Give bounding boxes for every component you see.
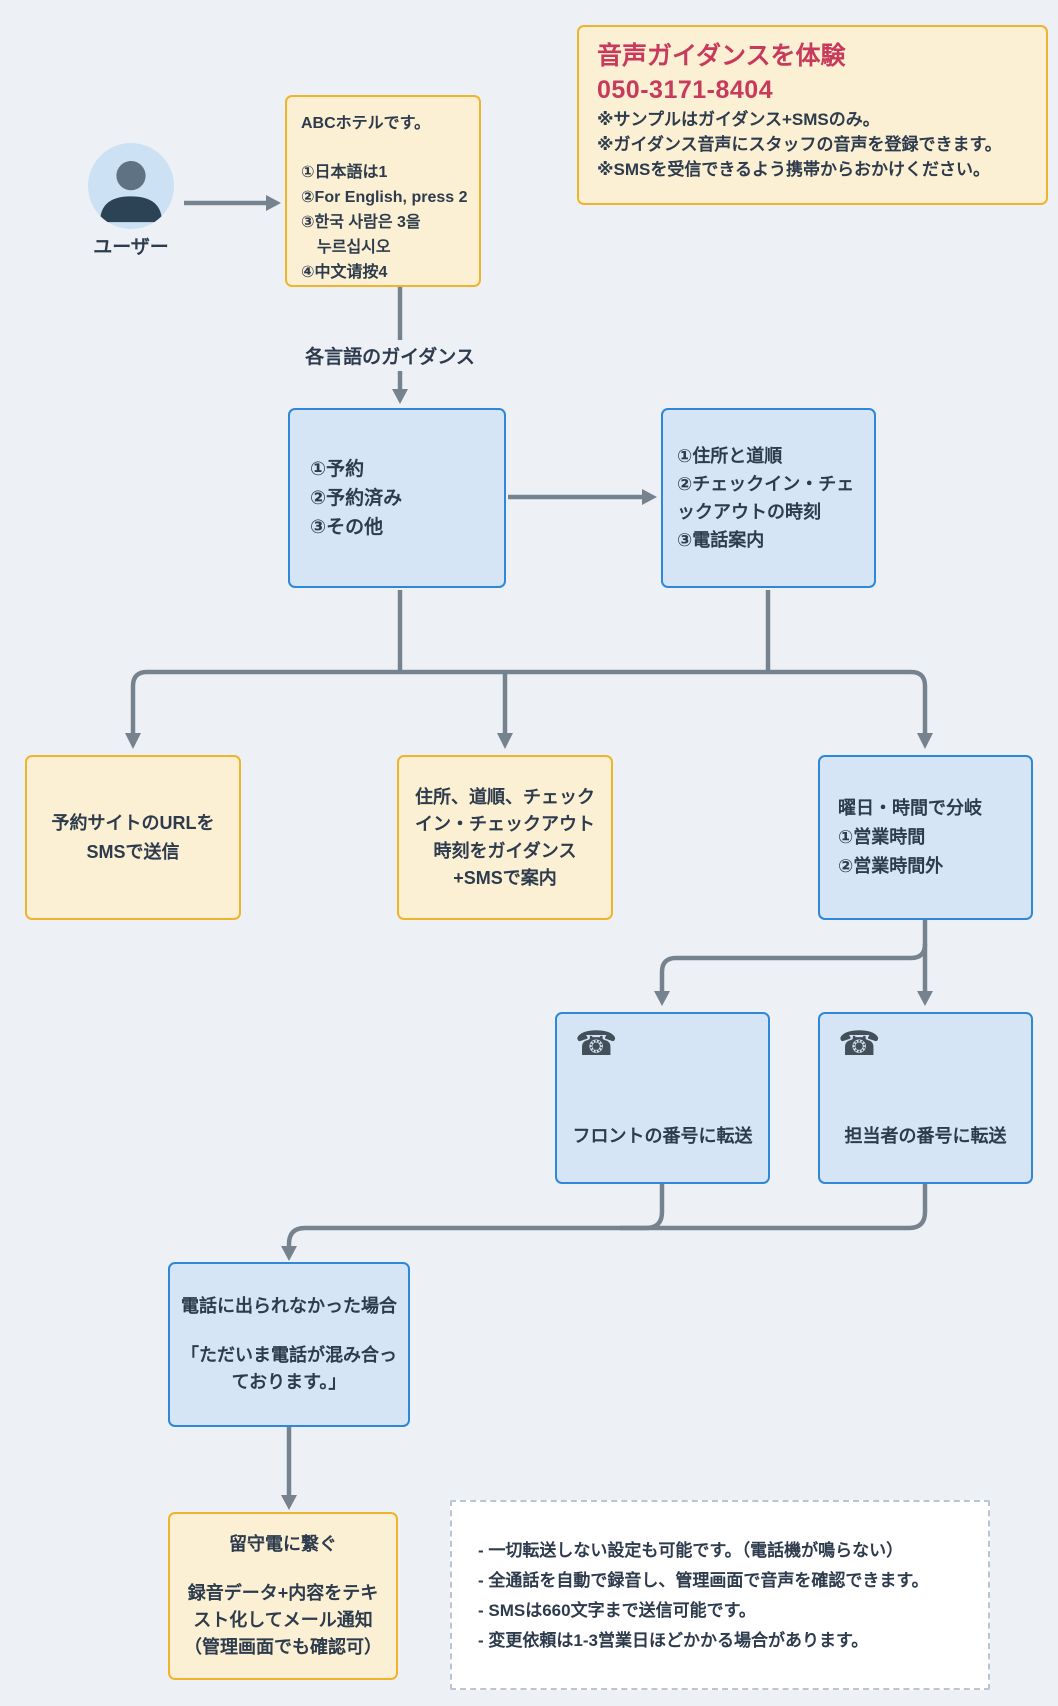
trial-note: ※サンプルはガイダンス+SMSのみ。 <box>597 110 880 129</box>
time-branch-line: 曜日・時間で分岐 <box>838 798 982 818</box>
trial-title: 音声ガイダンスを体験 <box>597 42 846 70</box>
send-url-line: SMSで送信 <box>86 841 180 862</box>
footnotes-box: - 一切転送しない設定も可能です。（電話機が鳴らない） - 全通話を自動で録音し… <box>450 1500 990 1690</box>
info-menu-line: ②チェックイン・チェ <box>677 474 855 494</box>
send-url-node: 予約サイトのURLを SMSで送信 <box>25 755 241 920</box>
no-answer-node: 電話に出られなかった場合 「ただいま電話が混み合っ ております。」 <box>168 1262 410 1427</box>
voicemail-detail-line: 録音データ+内容をテキ <box>187 1583 379 1603</box>
trial-phone-number: 050-3171-8404 <box>597 76 774 104</box>
greeting-title: ABCホテルです。 <box>301 115 431 132</box>
main-menu-line: ②予約済み <box>310 487 403 509</box>
time-branch-node: 曜日・時間で分岐 ①営業時間 ②営業時間外 <box>818 755 1033 920</box>
phone-icon: ☎ <box>575 1025 618 1063</box>
voicemail-node: 留守電に繋ぐ 録音データ+内容をテキ スト化してメール通知 （管理画面でも確認可… <box>168 1512 398 1680</box>
footnote-line: - SMSは660文字まで送信可能です。 <box>478 1601 756 1620</box>
main-menu-line: ①予約 <box>310 458 365 480</box>
phone-icon: ☎ <box>838 1025 881 1063</box>
guide-sms-node: 住所、道順、チェック イン・チェックアウト 時刻をガイダンス +SMSで案内 <box>397 755 613 920</box>
greeting-menu-line: 누르십시오 <box>301 239 391 256</box>
info-menu-line: ックアウトの時刻 <box>677 502 821 522</box>
info-menu-line: ③電話案内 <box>677 530 765 550</box>
edge-front-noanswer <box>620 1184 665 1231</box>
send-url-line: 予約サイトのURLを <box>51 812 215 833</box>
trial-info-box: 音声ガイダンスを体験 050-3171-8404 ※サンプルはガイダンス+SMS… <box>577 25 1048 205</box>
edge-staff-noanswer <box>286 1184 928 1247</box>
voicemail-detail-line: （管理画面でも確認可） <box>184 1637 382 1657</box>
user-avatar-icon <box>100 161 162 223</box>
trial-note: ※SMSを受信できるよう携帯からおかけください。 <box>597 160 991 179</box>
time-branch-line: ①営業時間 <box>838 827 926 847</box>
guide-sms-line: 時刻をガイダンス <box>433 840 577 861</box>
edge-branch-front <box>659 943 928 991</box>
user-avatar <box>88 143 174 229</box>
voicemail-detail-line: スト化してメール通知 <box>193 1610 373 1630</box>
main-menu-line: ③その他 <box>310 516 384 538</box>
user-label: ユーザー <box>93 237 169 258</box>
guide-sms-line: イン・チェックアウト <box>415 813 595 834</box>
footnote-line: - 変更依頼は1-3営業日ほどかかる場合があります。 <box>478 1631 869 1650</box>
edge-label-language-guidance: 各言語のガイダンス <box>295 340 485 371</box>
voicemail-title: 留守電に繋ぐ <box>229 1534 337 1554</box>
greeting-menu-line: ①日本語は1 <box>301 164 388 181</box>
no-answer-message-line: 「ただいま電話が混み合っ <box>181 1345 397 1365</box>
footnote-line: - 全通話を自動で録音し、管理画面で音声を確認できます。 <box>478 1571 929 1590</box>
main-menu-node: ①予約 ②予約済み ③その他 <box>288 408 506 588</box>
forward-staff-node: ☎ 担当者の番号に転送 <box>818 1012 1033 1184</box>
forward-staff-label: 担当者の番号に転送 <box>844 1126 1007 1146</box>
time-branch-line: ②営業時間外 <box>838 856 944 876</box>
forward-front-label: フロントの番号に転送 <box>572 1126 753 1146</box>
greeting-menu-line: ②For English, press 2 <box>301 189 468 206</box>
greeting-menu-line: ④中文请按4 <box>301 264 388 281</box>
no-answer-title: 電話に出られなかった場合 <box>181 1296 397 1316</box>
greeting-node: ABCホテルです。 ①日本語は1 ②For English, press 2 ③… <box>285 95 481 287</box>
forward-front-node: ☎ フロントの番号に転送 <box>555 1012 770 1184</box>
edge-bus <box>130 669 928 735</box>
guide-sms-line: +SMSで案内 <box>453 867 557 888</box>
trial-note: ※ガイダンス音声にスタッフの音声を登録できます。 <box>597 135 1002 154</box>
no-answer-message-line: ております。」 <box>231 1372 347 1392</box>
greeting-menu-line: ③한국 사람은 3을 <box>301 214 421 231</box>
info-menu-node: ①住所と道順 ②チェックイン・チェ ックアウトの時刻 ③電話案内 <box>661 408 876 588</box>
guide-sms-line: 住所、道順、チェック <box>415 786 595 807</box>
info-menu-line: ①住所と道順 <box>677 446 783 466</box>
footnote-line: - 一切転送しない設定も可能です。（電話機が鳴らない） <box>478 1541 904 1560</box>
spacer <box>301 136 469 160</box>
